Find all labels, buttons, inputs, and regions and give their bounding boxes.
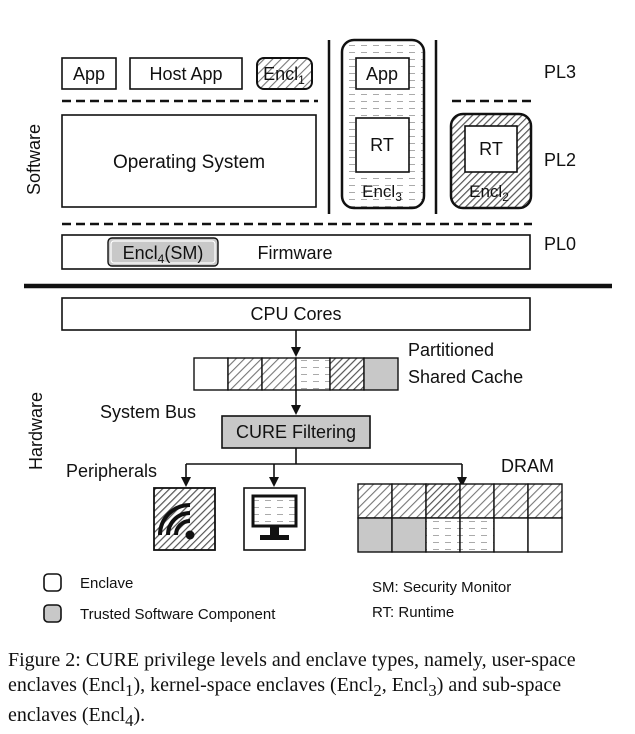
dram-cell-6	[527, 483, 563, 519]
pl2-label: PL2	[544, 150, 576, 170]
cpu-cores-box	[61, 297, 531, 331]
encl2-label: Encl2	[469, 182, 509, 204]
encl1-label: Encl1	[263, 64, 305, 87]
cache-slot-5	[329, 357, 365, 391]
cpu-cores-label: CPU Cores	[250, 304, 341, 324]
dram-cell-1	[357, 483, 393, 519]
encl4-inner-outline	[110, 240, 216, 264]
host-app-box	[129, 57, 243, 90]
host-app-label: Host App	[149, 64, 222, 84]
dram-cell-3	[425, 483, 461, 519]
system-bus-label: System Bus	[100, 402, 196, 422]
app-label: App	[73, 64, 105, 84]
pl3-label: PL3	[544, 62, 576, 82]
wifi-peripheral-icon	[153, 487, 216, 551]
legend-rt-label: RT: Runtime	[372, 604, 454, 621]
pl0-label: PL0	[544, 234, 576, 254]
legend-enclave-swatch	[43, 573, 62, 592]
legend-trusted-swatch	[43, 604, 62, 623]
dram-cell-11	[493, 517, 529, 553]
monitor-peripheral-icon	[243, 487, 306, 551]
cache-label-line1: Partitioned	[408, 340, 494, 360]
encl3-rt-box	[355, 117, 410, 173]
encl3-app-label: App	[366, 64, 398, 84]
dram-cell-5	[493, 483, 529, 519]
encl4-box	[107, 237, 219, 267]
cache-slot-1	[193, 357, 229, 391]
figure-caption: Figure 2: CURE privilege levels and encl…	[8, 649, 576, 730]
cache-slot-3	[261, 357, 297, 391]
encl2-rt-label: RT	[479, 139, 503, 159]
operating-system-box	[61, 114, 317, 208]
cache-slot-4	[295, 357, 331, 391]
cache-slot-2	[227, 357, 263, 391]
encl3-app-box	[355, 57, 410, 90]
dram-cell-2	[391, 483, 427, 519]
software-label: Software	[24, 124, 44, 195]
dram-cell-10	[459, 517, 495, 553]
encl1-box	[256, 57, 313, 90]
dram-cell-8	[391, 517, 427, 553]
cache-slot-6	[363, 357, 399, 391]
dram-label: DRAM	[501, 456, 554, 476]
encl3-rt-label: RT	[370, 135, 394, 155]
dram-cell-9	[425, 517, 461, 553]
app-box	[61, 57, 117, 90]
encl3-label: Encl3	[362, 182, 402, 204]
dram-cell-12	[527, 517, 563, 553]
legend-trusted-label: Trusted Software Component	[80, 606, 276, 623]
dram-cell-7	[357, 517, 393, 553]
cache-label-line2: Shared Cache	[408, 367, 523, 387]
operating-system-label: Operating System	[113, 152, 265, 173]
encl2-rt-box	[464, 125, 518, 173]
dram-cell-4	[459, 483, 495, 519]
hardware-label: Hardware	[26, 392, 46, 470]
firmware-label: Firmware	[258, 243, 333, 263]
cure-architecture-diagram: Software Hardware PL3 PL2 PL0 App Host A…	[24, 38, 612, 623]
cure-filtering-label: CURE Filtering	[236, 422, 356, 442]
legend-enclave-label: Enclave	[80, 575, 133, 592]
encl4-label: Encl4(SM)	[123, 243, 204, 266]
legend-sm-label: SM: Security Monitor	[372, 579, 511, 596]
peripherals-label: Peripherals	[66, 461, 157, 481]
